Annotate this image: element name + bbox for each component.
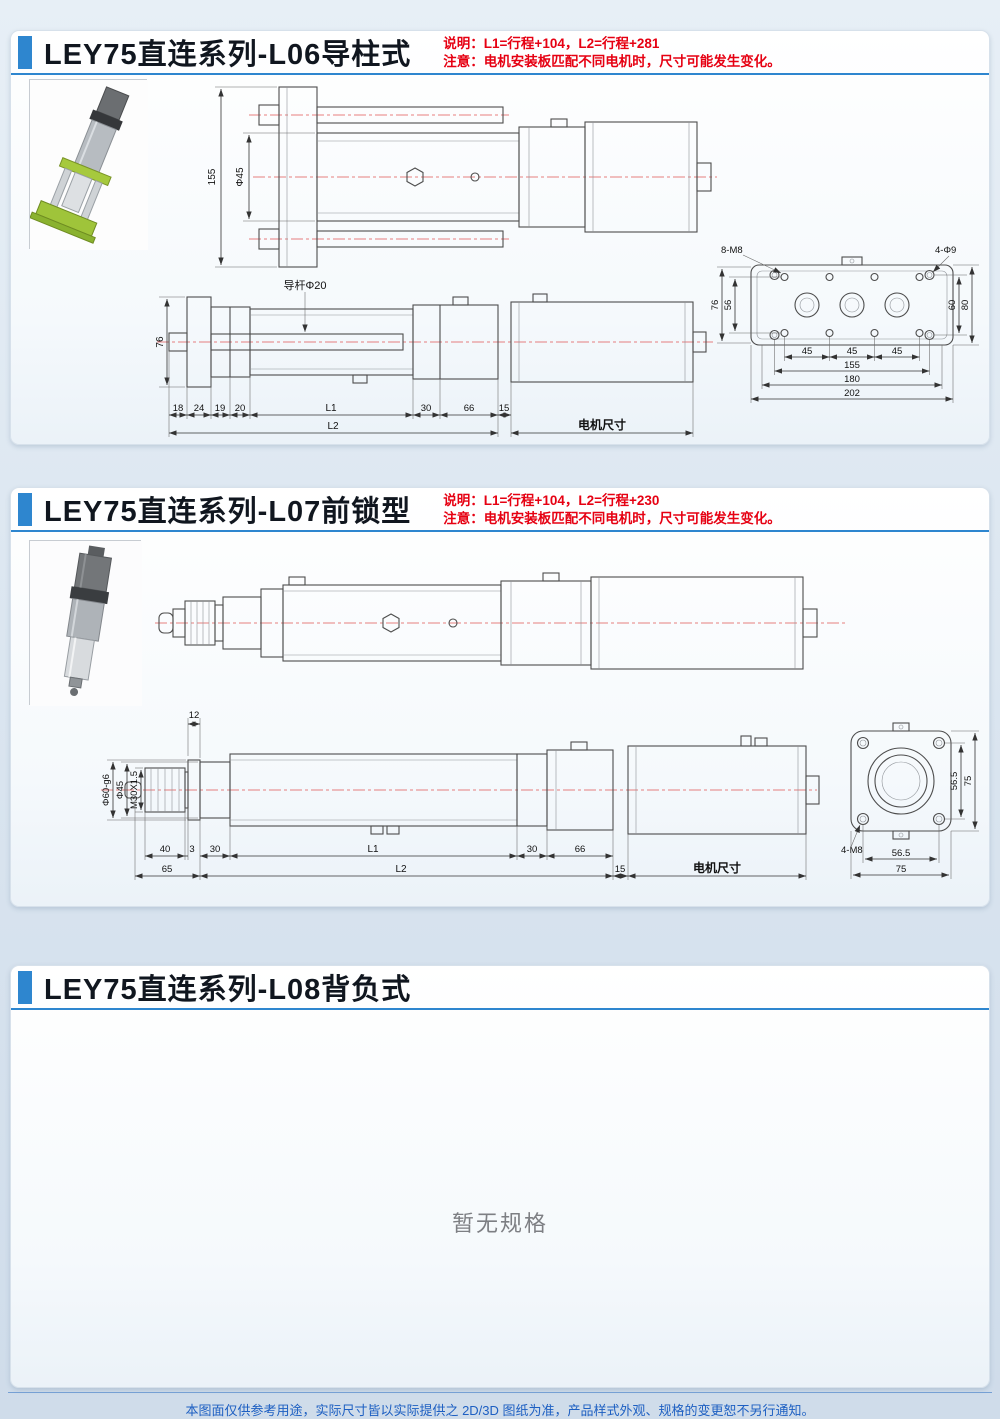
dim-L1: L1 [325,403,337,414]
l07-flange-drawing: 56.5 75 4-M8 56.5 75 [841,722,979,879]
l07-actuator-outline [158,572,818,670]
dim-45-c: 45 [892,346,903,357]
dim-15: 15 [499,403,510,414]
product-photo-image [30,80,148,250]
section-l06-notes: 说明：L1=行程+104，L2=行程+281 注意：电机安装板匹配不同电机时，尺… [443,33,781,71]
section-l08: LEY75直连系列-L08背负式 暂无规格 [10,965,990,1388]
l06-side-dimensions: 76 18 24 19 20 L1 30 66 [155,296,694,437]
section-l06-header: LEY75直连系列-L06导柱式 说明：L1=行程+104，L2=行程+281 … [11,31,989,75]
motor-size-label: 电机尺寸 [578,417,626,432]
dim-40: 40 [160,844,171,855]
l06-front-view-drawing: 155 Φ45 [207,86,717,268]
dim-30a: 30 [210,844,221,855]
centerlines [249,114,717,240]
l06-side-outline [168,293,707,388]
dim-plate-60: 60 [947,300,958,311]
dim-phi45: Φ45 [115,781,126,799]
label-4-M8: 4-M8 [841,845,863,856]
dim-30: 30 [421,403,432,414]
dim-45-a: 45 [802,346,813,357]
note-warning: 注意：电机安装板匹配不同电机时，尺寸可能发生变化。 [443,511,781,526]
dim-m30: M30X1.5 [129,771,140,809]
plate-dimensions: 76 56 60 80 45 [710,264,979,403]
dim-phi60: Φ60-g6 [101,774,112,806]
l06-side-view-drawing: 导杆Φ20 76 18 24 [155,278,713,437]
dim-155: 155 [207,168,218,185]
dim-12: 12 [189,710,200,721]
dim-3: 3 [189,844,194,855]
dim-56-5-h: 56.5 [892,848,911,859]
l06-mounting-plate-drawing: 8-M8 4-Φ9 76 56 60 80 [710,245,979,403]
label-8-M8: 8-M8 [721,245,743,256]
page-footer-disclaimer: 本图面仅供参考用途，实际尺寸皆以实际提供之 2D/3D 图纸为准，产品样式外观、… [8,1392,992,1419]
dim-45-b: 45 [847,346,858,357]
label-4-phi9: 4-Φ9 [935,245,956,256]
dim-plate-80: 80 [960,300,971,311]
header-accent-bar [18,492,32,526]
dim-76: 76 [155,336,166,348]
dim-56-5-v: 56.5 [949,772,960,791]
section-l07-notes: 说明：L1=行程+104，L2=行程+230 注意：电机安装板匹配不同电机时，尺… [443,490,781,528]
dim-phi45: Φ45 [235,167,246,187]
plate-outline [750,256,954,346]
note-formula: 说明：L1=行程+104，L2=行程+230 [443,493,660,508]
section-l06: LEY75直连系列-L06导柱式 说明：L1=行程+104，L2=行程+281 … [10,30,990,445]
product-photo-image [30,541,142,706]
plate-callouts: 8-M8 4-Φ9 [721,245,956,274]
dim-plate-56: 56 [723,300,734,311]
l07-side-outline [124,735,820,835]
section-l07-header: LEY75直连系列-L07前锁型 说明：L1=行程+104，L2=行程+230 … [11,488,989,532]
guide-rod-callout: 导杆Φ20 [283,278,327,332]
section-l07-title: LEY75直连系列-L07前锁型 [44,496,412,528]
dim-180: 180 [844,374,860,385]
no-spec-placeholder: 暂无规格 [451,1211,548,1236]
dim-202: 202 [844,388,860,399]
dim-L2: L2 [327,421,339,432]
section-l08-header: LEY75直连系列-L08背负式 [11,966,989,1010]
l07-side-dimensions: 12 Φ60-g6 Φ45 M30X1.5 [101,710,807,880]
section-l08-title: LEY75直连系列-L08背负式 [44,974,412,1006]
dim-L1: L1 [367,844,379,855]
dim-30b: 30 [527,844,538,855]
dim-75-h: 75 [896,864,907,875]
section-l06-title: LEY75直连系列-L06导柱式 [44,39,412,71]
l07-front-view-drawing [155,572,847,670]
dim-L2: L2 [395,864,407,875]
flange-outline [850,722,952,840]
header-accent-bar [18,970,32,1004]
header-accent-bar [18,35,32,69]
guide-rod-label: 导杆Φ20 [283,278,326,292]
dim-18: 18 [173,403,184,414]
dim-155-plate: 155 [844,360,860,371]
motor-size-label: 电机尺寸 [693,860,741,875]
product-photo-l07 [29,540,142,706]
dim-19: 19 [215,403,226,414]
dim-plate-76: 76 [710,300,721,311]
dim-66: 66 [575,844,586,855]
dim-24: 24 [194,403,205,414]
flange-dimensions: 56.5 75 4-M8 56.5 75 [841,730,979,879]
product-photo-l06 [29,79,148,250]
l06-front-dimensions: 155 Φ45 [207,86,315,268]
note-formula: 说明：L1=行程+104，L2=行程+281 [443,36,660,51]
section-l07: LEY75直连系列-L07前锁型 说明：L1=行程+104，L2=行程+230 … [10,487,990,907]
l07-side-view-drawing: 12 Φ60-g6 Φ45 M30X1.5 [101,710,820,880]
dim-66: 66 [464,403,475,414]
l06-actuator-outline [258,86,712,268]
dim-75-v: 75 [963,776,974,787]
dim-20: 20 [235,403,246,414]
note-warning: 注意：电机安装板匹配不同电机时，尺寸可能发生变化。 [443,54,781,69]
dim-65: 65 [162,864,173,875]
dim-15: 15 [615,864,626,875]
